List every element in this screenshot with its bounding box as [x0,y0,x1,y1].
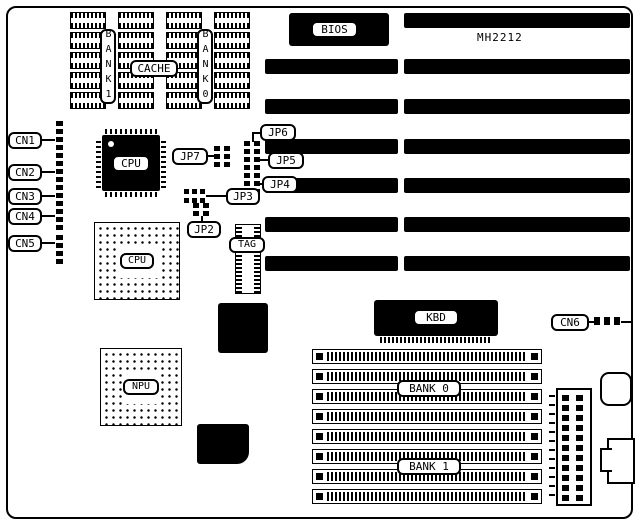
jp6-jp5-jp4-header [244,140,260,194]
cn5-label: CN5 [8,235,42,252]
cn5-header [56,232,63,264]
power-connector [556,388,592,506]
jp6-wire-v [252,132,254,142]
jp5-label: JP5 [268,152,304,169]
cn6-header [594,317,622,325]
jp7-label: JP7 [172,148,208,165]
simm-socket [312,409,542,424]
kbd-pins [380,337,492,343]
simm-socket [312,349,542,364]
npu-socket: NPU [100,348,182,426]
jp7-wire [208,155,214,157]
cn3-header [56,192,63,206]
cn2-wire [42,171,55,173]
cn2-header [56,160,63,190]
simm-socket [312,429,542,444]
isa-slot [265,217,398,232]
isa-slot [404,13,630,28]
chipset-ic [197,424,249,464]
npu-label: NPU [123,379,159,395]
isa-slot [404,256,630,271]
power-connector-pins [549,392,555,496]
cn6-edge-wire [621,321,633,323]
cache-chip [214,12,250,29]
jp7-header [214,146,230,167]
cpu-pga-label: CPU [120,253,154,269]
cn5-wire [42,242,55,244]
cache-chip [214,32,250,49]
cn1-header [56,118,63,158]
jp3-wire [206,195,226,197]
cache-chip [70,12,106,29]
jp6-wire-h [252,132,262,134]
cpu-pin1-dot [108,141,114,147]
cache-chip [214,52,250,69]
isa-slot [404,178,630,193]
cache-chip [118,32,154,49]
cache-chip [118,12,154,29]
jp2-header [193,203,209,216]
tag-ram-chip [235,224,261,294]
bios-label: BIOS [311,21,358,38]
cn2-label: CN2 [8,164,42,181]
kbd-label: KBD [413,309,459,326]
bank0-simm-label: BANK 0 [397,380,461,397]
din-keyboard-connector [600,372,632,406]
isa-slot [265,256,398,271]
board-model: MH2212 [477,31,523,44]
board-outline [6,6,633,519]
isa-slot [265,178,398,193]
jp3-label: JP3 [226,188,260,205]
power-pin-column [562,393,569,501]
cache-chip [214,72,250,89]
isa-slot [404,99,630,114]
cache-label: CACHE [130,60,178,77]
cn3-label: CN3 [8,188,42,205]
jp5-wire [260,159,270,161]
cpu-pins-top [105,129,157,134]
cn4-header [56,208,63,230]
cache-chip [118,92,154,109]
isa-slot [404,59,630,74]
cache-chip [166,12,202,29]
cpu-pins-right [161,138,166,188]
cn6-label: CN6 [551,314,589,331]
isa-slot [265,139,398,154]
isa-slot [404,139,630,154]
cn1-label: CN1 [8,132,42,149]
simm-socket-bank [312,349,542,504]
isa-slot [404,217,630,232]
cpu-pga-socket: CPU [94,222,180,300]
power-pin-column [576,393,583,501]
cn3-wire [42,195,55,197]
bank1-simm-label: BANK 1 [397,458,461,475]
chipset-ic [218,303,268,353]
cache-bank1-label: BANK1 [100,29,116,104]
cpu-qfp-label: CPU [112,155,150,172]
cn4-label: CN4 [8,208,42,225]
cn1-wire [42,139,55,141]
cn4-wire [42,215,55,217]
cn6-wire [586,321,594,323]
edge-connector-tab [600,448,612,472]
isa-slot [265,99,398,114]
isa-slot [265,59,398,74]
jp2-label: JP2 [187,221,221,238]
jp2-wire [201,216,203,221]
jp4-wire [258,183,264,185]
jp4-label: JP4 [262,176,298,193]
cpu-pins-bottom [105,192,157,197]
tag-label: TAG [229,237,265,253]
cache-chip [214,92,250,109]
jp3-header [184,189,206,203]
cpu-pins-left [96,138,101,188]
simm-socket [312,489,542,504]
cpu-qfp-chip: CPU [96,129,166,197]
cache-bank0-label: BANK0 [197,29,213,104]
jp6-label: JP6 [260,124,296,141]
